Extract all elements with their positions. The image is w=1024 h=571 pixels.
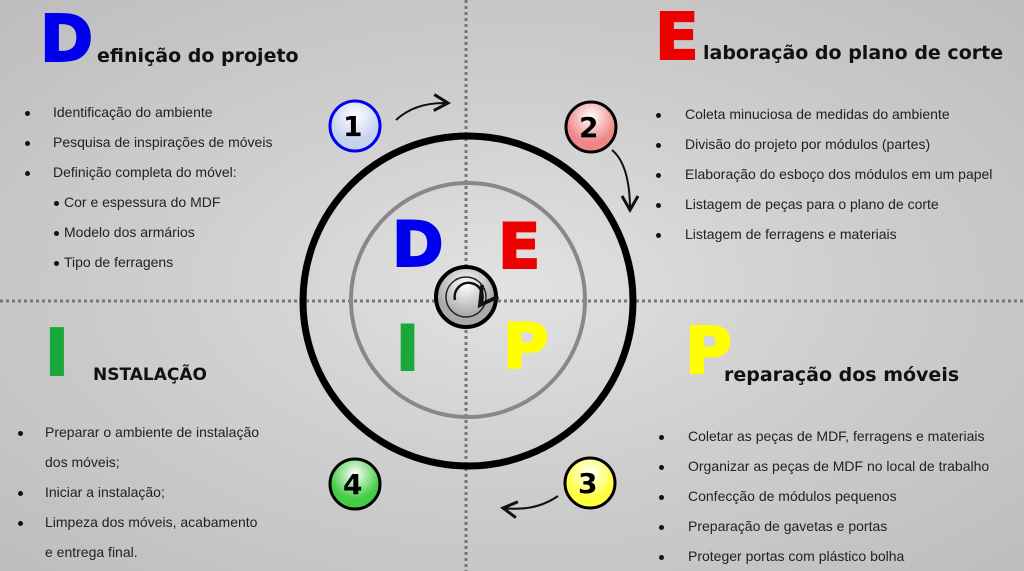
list-item: Identificação do ambiente — [53, 104, 213, 120]
refresh-icon — [453, 281, 500, 309]
list-item: Listagem de ferragens e materiais — [685, 226, 897, 242]
bullet-dot — [25, 141, 30, 146]
bullet-dot — [659, 435, 664, 440]
bullet-dot — [54, 261, 59, 266]
list-item: Definição completa do móvel: — [53, 164, 237, 180]
bullet-dot — [659, 465, 664, 470]
section-i-initial: I — [44, 317, 70, 391]
step-2-number: 2 — [579, 111, 599, 144]
step-4-badge — [328, 457, 382, 511]
list-item: Confecção de módulos pequenos — [688, 488, 897, 504]
step-4-number: 4 — [343, 468, 363, 501]
arrow-2-3 — [611, 149, 640, 214]
arrow-1-2 — [395, 93, 452, 121]
bullet-dot — [656, 203, 661, 208]
bullet-dot — [25, 111, 30, 116]
list-item: Listagem de peças para o plano de corte — [685, 196, 939, 212]
center-hub — [434, 265, 498, 329]
section-d-initial: D — [39, 3, 94, 77]
bullet-dot — [659, 495, 664, 500]
list-item: Pesquisa de inspirações de móveis — [53, 134, 273, 150]
bullet-dot — [54, 231, 59, 236]
center-letter-e: E — [497, 210, 541, 283]
center-letter-p: P — [502, 310, 549, 383]
sub-list-item: Cor e espessura do MDF — [64, 194, 221, 210]
list-item-continuation: e entrega final. — [45, 544, 138, 560]
outer-ring — [299, 132, 637, 470]
section-i-title: NSTALAÇÃO — [93, 365, 207, 385]
bullet-dot — [656, 113, 661, 118]
section-p-title: reparação dos móveis — [724, 364, 960, 386]
list-item: Proteger portas com plástico bolha — [688, 548, 905, 564]
list-item: Limpeza dos móveis, acabamento — [45, 514, 258, 530]
list-item: Organizar as peças de MDF no local de tr… — [688, 458, 990, 474]
list-item: Preparação de gavetas e portas — [688, 518, 888, 534]
section-d-title: efinição do projeto — [97, 45, 299, 67]
list-item: Preparar o ambiente de instalação — [45, 424, 260, 440]
bullet-dot — [656, 233, 661, 238]
center-letter-d: D — [391, 208, 444, 281]
step-1-number: 1 — [343, 110, 363, 143]
step-2-badge — [564, 100, 618, 154]
arrow-3-4 — [499, 495, 559, 519]
center-letter-i: I — [395, 312, 420, 385]
list-item: Elaboração do esboço dos módulos em um p… — [685, 166, 993, 182]
bullet-dot — [659, 555, 664, 560]
list-item: Iniciar a instalação; — [45, 484, 165, 500]
list-item: Divisão do projeto por módulos (partes) — [685, 136, 931, 152]
step-3-number: 3 — [578, 467, 598, 500]
bullet-dot — [659, 525, 664, 530]
bullet-dot — [54, 201, 59, 206]
list-item: Coleta minuciosa de medidas do ambiente — [685, 106, 950, 122]
sub-list-item: Modelo dos armários — [64, 224, 195, 240]
section-p-initial: P — [684, 315, 733, 389]
step-1-badge — [328, 99, 382, 153]
inner-ring — [349, 181, 587, 419]
bullet-dot — [18, 491, 23, 496]
section-e-initial: E — [654, 1, 700, 75]
step-3-badge — [563, 456, 617, 510]
section-e-title: laboração do plano de corte — [703, 42, 1004, 64]
bullet-dot — [656, 143, 661, 148]
bullet-dot — [18, 431, 23, 436]
sub-list-item: Tipo de ferragens — [64, 254, 174, 270]
bullet-dot — [656, 173, 661, 178]
list-item: Coletar as peças de MDF, ferragens e mat… — [688, 428, 985, 444]
list-item-continuation: dos móveis; — [45, 454, 120, 470]
bullet-dot — [18, 521, 23, 526]
bullet-dot — [25, 171, 30, 176]
